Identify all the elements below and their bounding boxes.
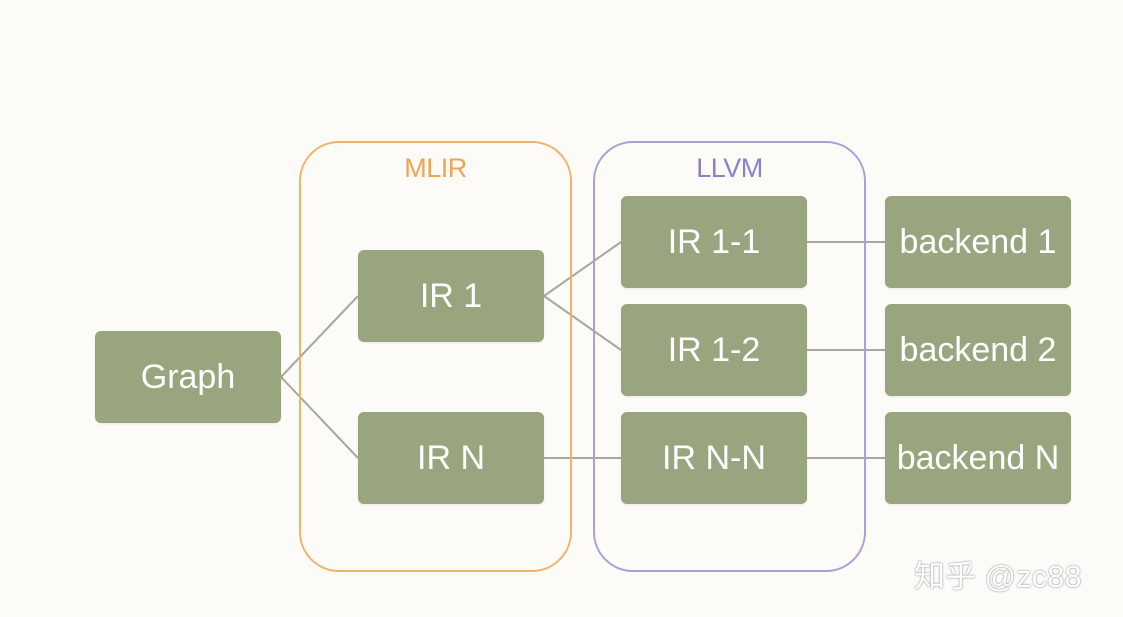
- ir-1-1-node: IR 1-1: [621, 196, 807, 288]
- backend-2-node: backend 2: [885, 304, 1071, 396]
- ir-n-n-node: IR N-N: [621, 412, 807, 504]
- mlir-group-title: MLIR: [404, 153, 467, 183]
- edge-ir1-to-ir1_1: [543, 241, 622, 297]
- edge-graph-to-ir1: [280, 295, 359, 378]
- ir-1-node: IR 1: [358, 250, 544, 342]
- llvm-group: LLVM: [593, 141, 866, 572]
- backend-n-node: backend N: [885, 412, 1071, 504]
- watermark-text: 知乎 @zc88: [914, 559, 1082, 594]
- mlir-group: MLIR: [299, 141, 572, 572]
- ir-n-node: IR N: [358, 412, 544, 504]
- llvm-group-title: LLVM: [696, 153, 763, 183]
- backend-1-node: backend 1: [885, 196, 1071, 288]
- graph-node: Graph: [95, 331, 281, 423]
- edge-graph-to-irn: [280, 376, 359, 459]
- edge-ir1-to-ir1_2: [543, 295, 622, 351]
- ir-1-2-node: IR 1-2: [621, 304, 807, 396]
